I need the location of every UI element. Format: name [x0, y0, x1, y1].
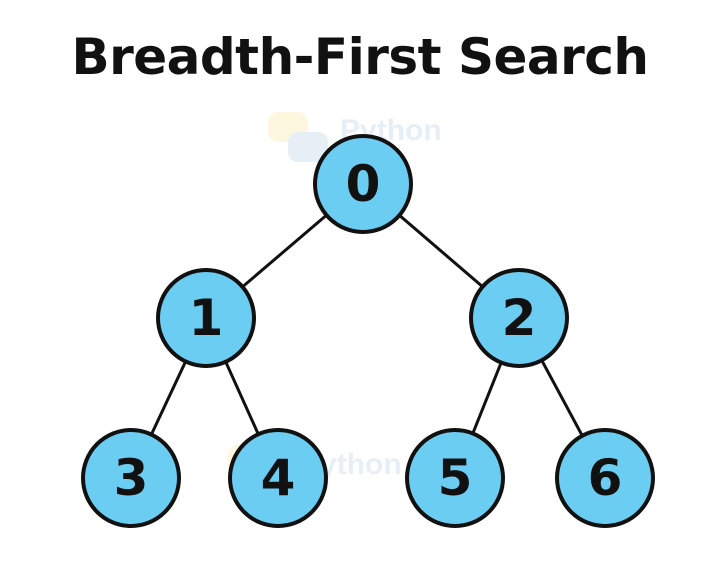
node-5: 5 — [405, 428, 505, 528]
node-circle — [555, 428, 655, 528]
node-6: 6 — [555, 428, 655, 528]
diagram-title: Breadth-First Search — [71, 28, 649, 86]
node-circle — [469, 268, 569, 368]
node-label: 1 — [189, 289, 224, 347]
node-label: 3 — [114, 449, 149, 507]
node-3: 3 — [81, 428, 181, 528]
node-label: 4 — [261, 449, 296, 507]
nodes-layer: 0 1 2 3 4 5 6 — [81, 134, 655, 528]
node-circle — [405, 428, 505, 528]
node-circle — [313, 134, 413, 234]
node-label: 2 — [502, 289, 537, 347]
node-4: 4 — [228, 428, 328, 528]
node-circle — [228, 428, 328, 528]
node-1: 1 — [156, 268, 256, 368]
node-circle — [81, 428, 181, 528]
node-label: 0 — [346, 155, 381, 213]
node-2: 2 — [469, 268, 569, 368]
node-label: 5 — [438, 449, 473, 507]
node-0: 0 — [313, 134, 413, 234]
node-circle — [156, 268, 256, 368]
node-label: 6 — [588, 449, 623, 507]
